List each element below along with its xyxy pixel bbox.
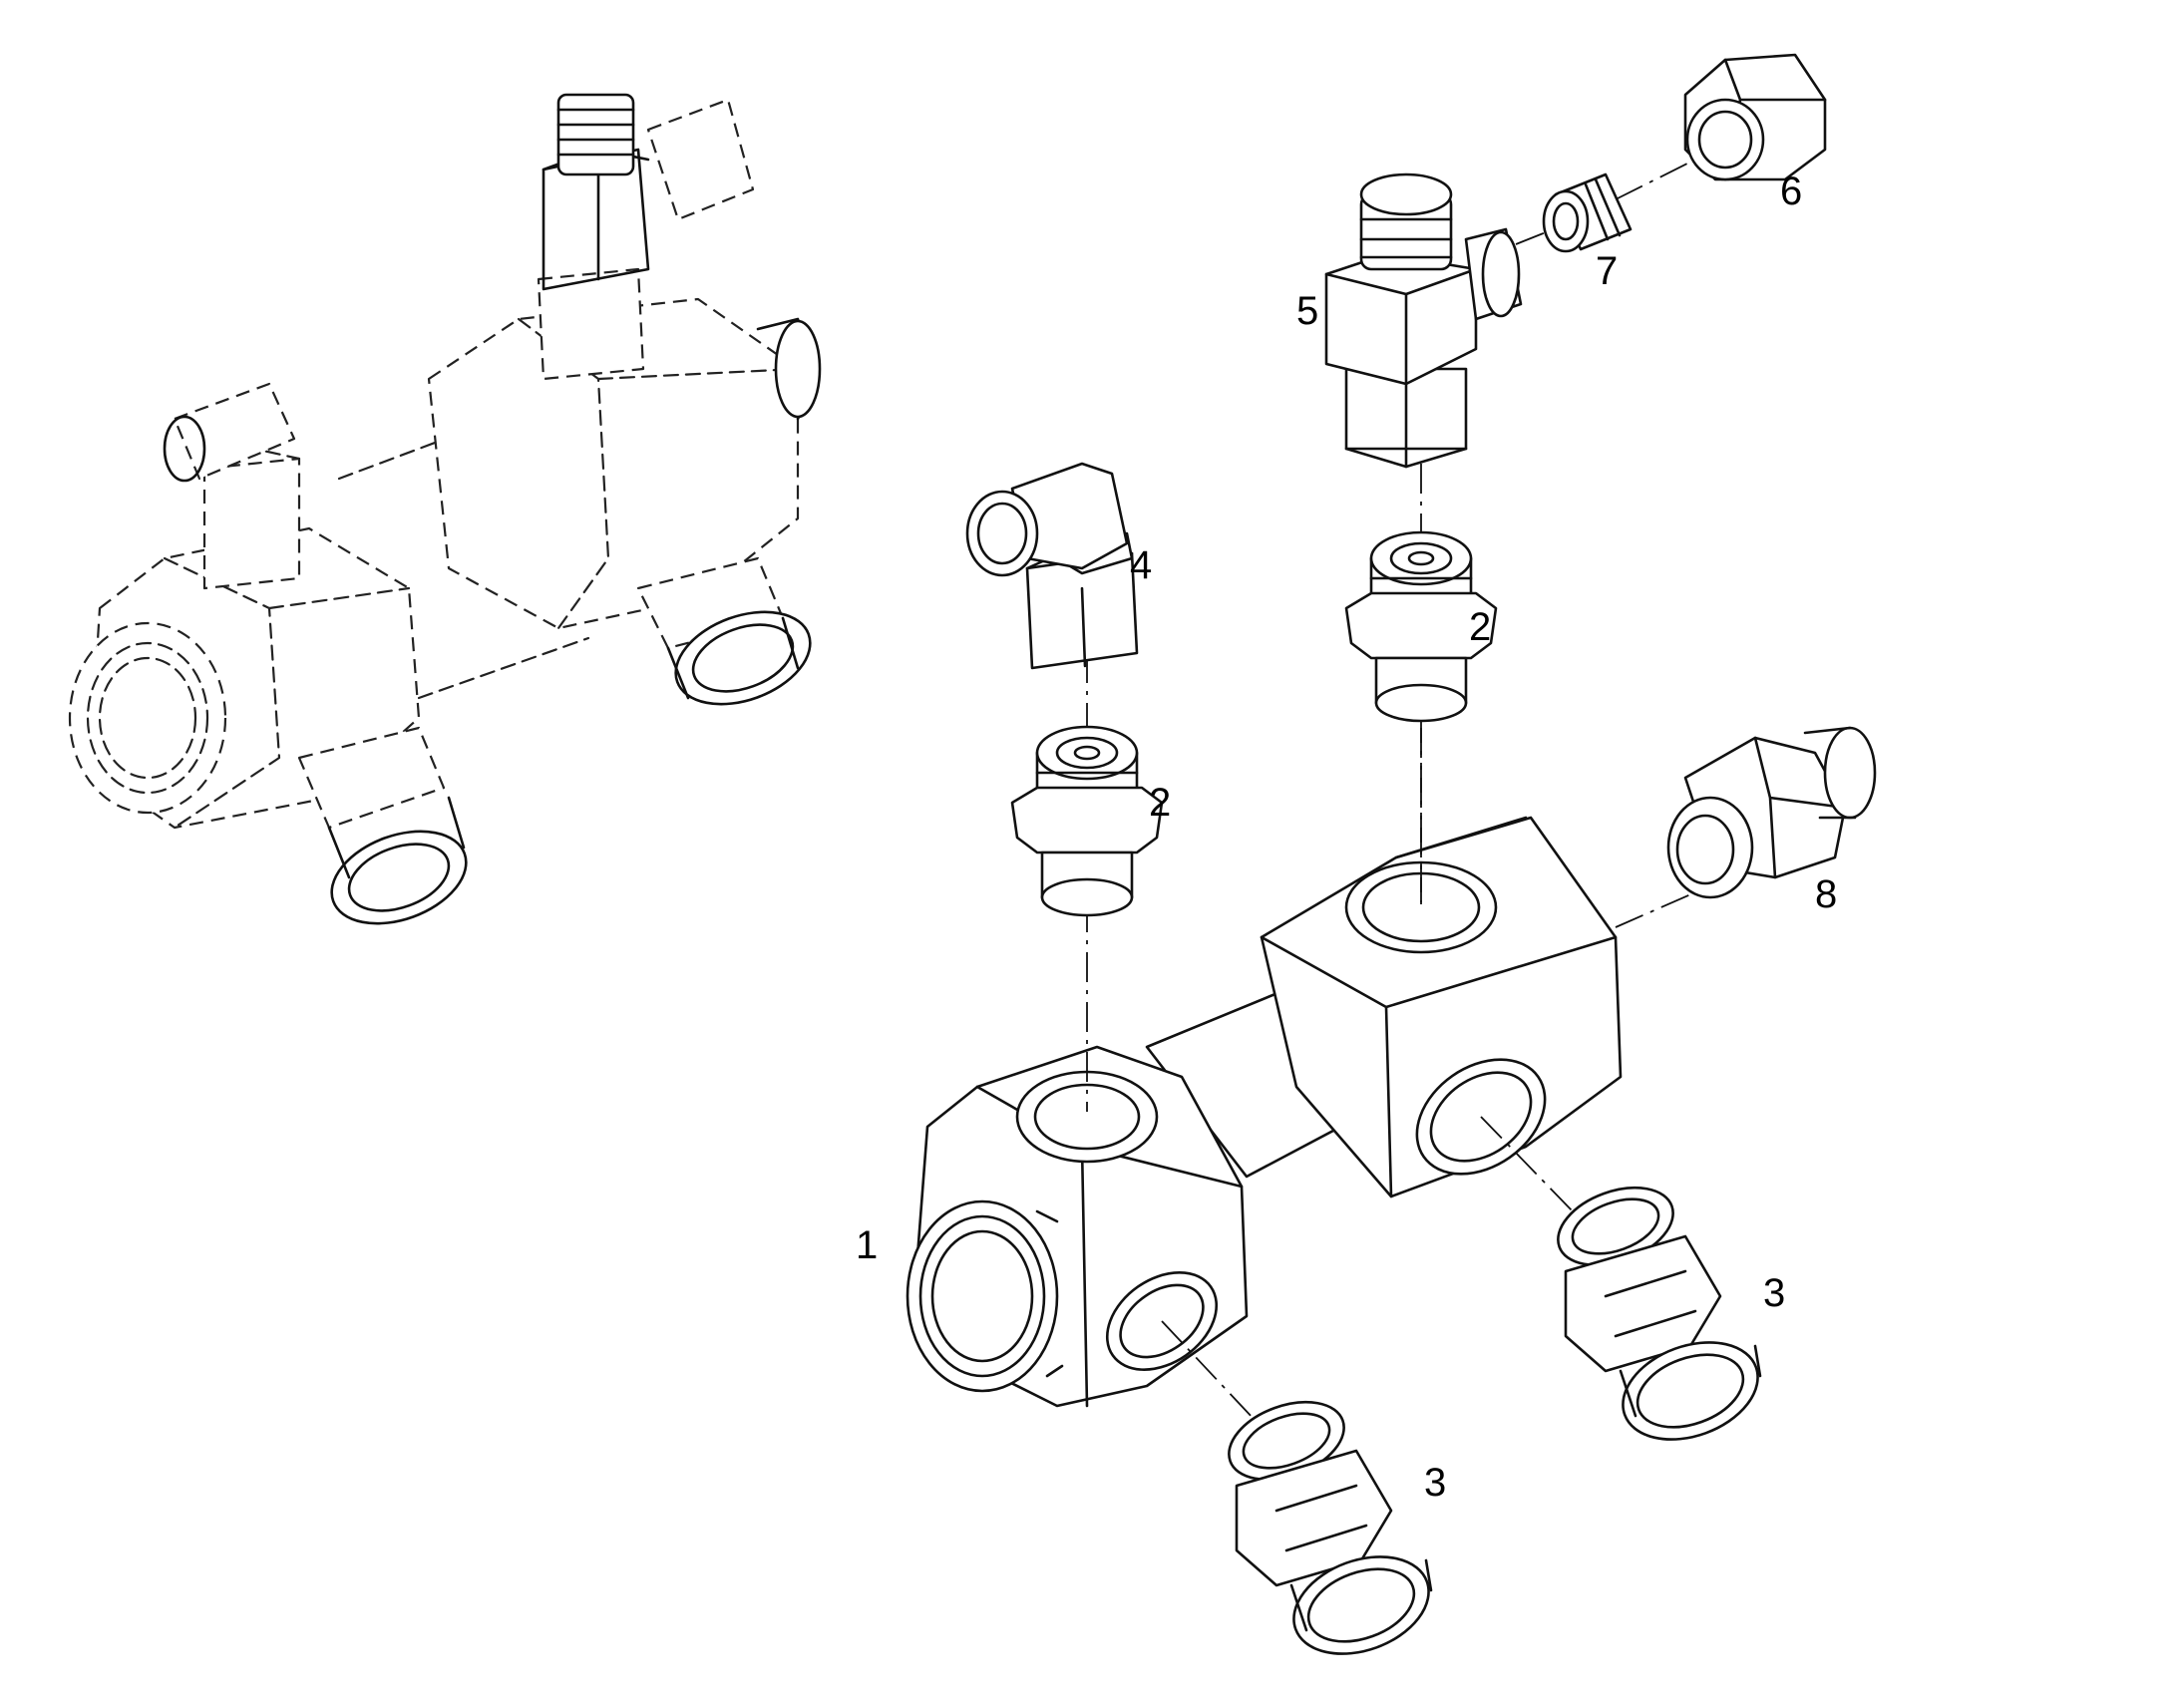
elbow-fitting-4: [965, 462, 1139, 670]
nipple-fitting-2-upper: [1344, 530, 1498, 723]
callout-3-right: 3: [1763, 1271, 1785, 1315]
cap-nut-6: [1683, 53, 1827, 181]
phantom-assembled-manifold: [68, 93, 822, 925]
tee-fitting-5: [1324, 172, 1523, 469]
callout-6: 6: [1780, 170, 1802, 213]
manifold-body: [906, 816, 1623, 1408]
callout-7: 7: [1596, 249, 1618, 293]
adapter-fitting-3-right: [1557, 1186, 1762, 1441]
callout-8: 8: [1815, 872, 1837, 916]
adapter-fitting-3-left: [1228, 1400, 1433, 1655]
callout-3-left: 3: [1424, 1461, 1446, 1505]
callout-labels: 1 2 2 3 3 4 5 6 7 8: [856, 170, 1837, 1505]
side-plug-8: [1666, 726, 1877, 899]
callout-4: 4: [1130, 543, 1152, 587]
callout-2-lower: 2: [1149, 781, 1171, 825]
callout-2-upper: 2: [1469, 605, 1491, 649]
nipple-fitting-2-lower: [1010, 725, 1164, 917]
plug-fitting-7: [1542, 172, 1633, 253]
callout-5: 5: [1296, 289, 1318, 333]
callout-1: 1: [856, 1223, 878, 1267]
